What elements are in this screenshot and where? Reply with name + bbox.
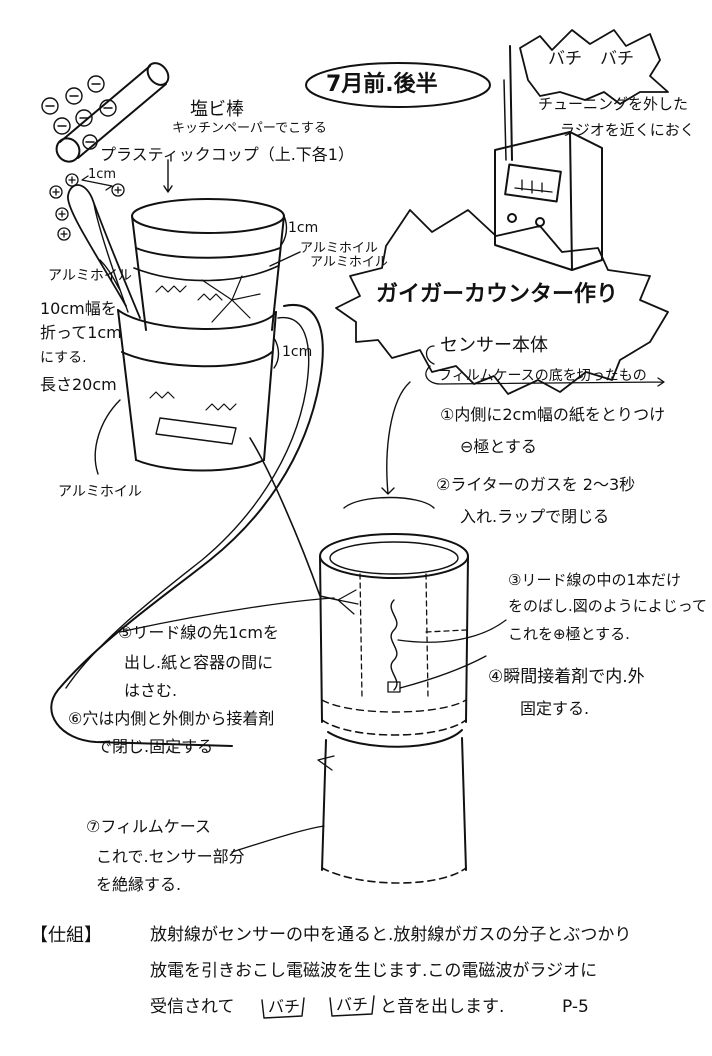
step3-line3: これを⊕極とする.	[508, 625, 630, 643]
mechanism-line1: 放射線がセンサーの中を通ると.放射線がガスの分子とぶつかり	[150, 925, 632, 945]
step6-line2: で閉じ.固定する	[96, 737, 214, 756]
cup-assembly-illustration	[118, 199, 284, 471]
positive-charge-icons	[50, 174, 124, 240]
leader-foil-top	[270, 252, 300, 266]
foil-label-left: アルミホイル	[48, 268, 132, 284]
step1-line2: ⊖極とする	[460, 437, 537, 456]
radio-proximity-note: ラジオを近くにおく	[560, 121, 695, 139]
film-case-sensor-illustration	[318, 534, 468, 883]
step7-line1: ⑦フィルムケース	[86, 817, 211, 836]
leader-foil-bottom	[95, 400, 120, 474]
leader-cup-label	[164, 160, 172, 192]
step5-line2: 出し.紙と容器の間に	[124, 653, 274, 672]
foil-label-bottom: アルミホイル	[58, 484, 142, 500]
gap-arrow	[82, 176, 112, 190]
sound-bubble-2	[330, 996, 374, 1016]
pvc-pipe-label: 塩ビ棒	[190, 99, 244, 120]
foil-note-line3: にする.	[40, 350, 87, 366]
leader-step3	[398, 620, 506, 642]
leader-foil-left	[100, 260, 120, 290]
bubble-sound-2: バチ	[600, 49, 634, 69]
mechanism-line3-post: と音を出します.	[380, 997, 505, 1017]
speech-bubble	[520, 30, 668, 104]
step1-line1: ①内側に2cm幅の紙をとりつけ	[440, 405, 666, 424]
sensor-heading: センサー本体	[440, 335, 548, 356]
radio-tuning-note: チューニングを外した	[538, 95, 689, 113]
step3-line1: ③リード線の中の1本だけ	[508, 571, 681, 589]
bracket-1cm-mid	[274, 338, 279, 368]
sound-bubble-1	[262, 998, 304, 1018]
pvc-pipe-illustration	[42, 59, 173, 166]
mechanism-line2: 放電を引きおこし電磁波を生じます.この電磁波がラジオに	[150, 961, 598, 981]
negative-charge-icons	[42, 76, 116, 149]
step6-line1: ⑥穴は内側と外側から接着剤	[68, 709, 275, 728]
foil-gap-label: 1cm	[88, 167, 117, 182]
title-oval	[306, 63, 490, 107]
foil-note-line1: 10cm幅を	[40, 299, 117, 318]
rim-gap-label: 1cm	[282, 344, 313, 360]
step4-line1: ④瞬間接着剤で内.外	[488, 667, 645, 687]
mechanism-label: 【仕組】	[30, 925, 102, 946]
step5-line3: はさむ.	[124, 681, 178, 700]
bubble-sound-1: バチ	[548, 49, 582, 69]
step4-line2: 固定する.	[520, 699, 590, 718]
mechanism-sound-1: バチ	[268, 997, 301, 1016]
pvc-pipe-note: キッチンペーパーでこする	[172, 121, 327, 136]
step5-line1: ⑤リード線の先1cmを	[118, 623, 279, 642]
leader-step5	[120, 598, 334, 632]
leader-sensor	[382, 382, 410, 494]
step2-line1: ②ライターのガスを 2〜3秒	[436, 475, 636, 494]
step7-line2: これで.センサー部分	[96, 847, 245, 866]
title-event: 7月前.後半	[326, 72, 438, 97]
step7-line3: を絶縁する.	[96, 875, 182, 894]
foil-note-line2: 折って1cm	[40, 323, 122, 342]
leader-heading	[427, 346, 435, 364]
mechanism-line3-pre: 受信されて	[150, 997, 235, 1017]
foil-label-top: アルミホイル	[300, 241, 378, 256]
sensor-subheading: フィルムケースの底を切ったもの	[438, 368, 647, 384]
leader-subheading	[426, 366, 664, 386]
title-burst	[336, 210, 668, 394]
leader-step7	[232, 826, 324, 852]
step2-line2: 入れ.ラップで閉じる	[460, 507, 610, 526]
page-number: P-5	[562, 997, 589, 1017]
lead-wire	[51, 305, 323, 746]
bracket-sensor-top	[344, 498, 434, 509]
page-title: ガイガーカウンター作り	[376, 282, 619, 307]
cup-label: プラスティックコップ（上.下各1）	[100, 145, 354, 164]
mechanism-sound-2: バチ	[336, 995, 369, 1014]
radio-illustration	[495, 46, 602, 270]
foil-note-line4: 長さ20cm	[40, 375, 117, 394]
foil-label-side: アルミホイル	[310, 255, 388, 270]
bracket-1cm-top	[282, 212, 287, 244]
cup-gap-label: 1cm	[288, 220, 319, 236]
step3-line2: をのばし.図のようによじって	[508, 597, 708, 615]
foil-strip-loop	[68, 185, 140, 318]
leader-step4	[400, 656, 486, 688]
